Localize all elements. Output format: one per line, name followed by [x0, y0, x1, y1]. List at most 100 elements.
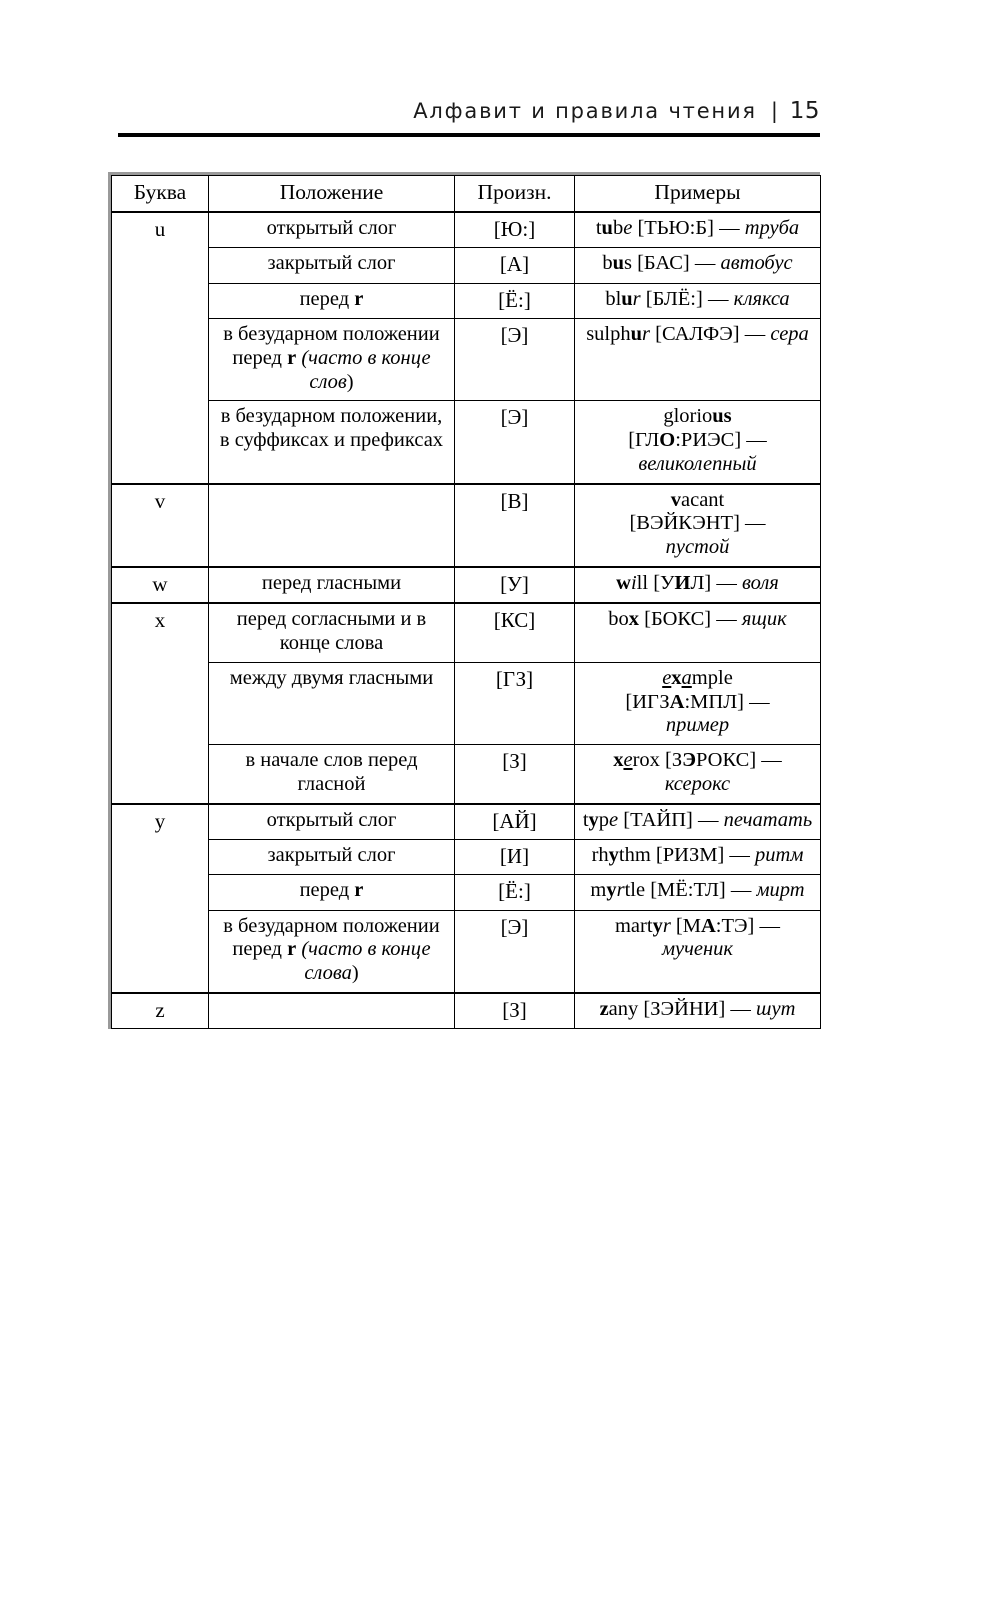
table-row: закрытый слог [И] rhythm [РИЗМ] — ритм: [112, 838, 821, 876]
cell-example: box [БОКС] — ящик: [574, 602, 821, 663]
example-transcription: [ИГЗА:МПЛ]: [625, 690, 744, 713]
cell-pronunciation: [АЙ]: [454, 802, 575, 840]
cell-pronunciation: [ГЗ]: [454, 661, 575, 746]
header-rule: [118, 133, 820, 137]
cell-example: xerox [ЗЭРОКС] — ксерокс: [574, 744, 821, 805]
cell-pronunciation: [Ю:]: [454, 210, 575, 249]
table-row: z [З] zany [ЗЭЙНИ] — шут: [111, 992, 821, 1030]
cell-example: bus [БАС] — автобус: [574, 247, 821, 284]
cell-pronunciation: [З]: [454, 992, 575, 1030]
example-transcription: [БОКС]: [644, 608, 712, 631]
cell-pronunciation: [Э]: [454, 318, 575, 402]
cell-position: между двумя гласными: [208, 661, 455, 746]
example-transcription: [МЁ:ТЛ]: [650, 879, 726, 902]
cell-pronunciation: [У]: [454, 565, 575, 604]
example-translation: пример: [665, 714, 730, 737]
cell-pronunciation: [З]: [454, 744, 575, 805]
table-row: v [В] vacant [ВЭЙКЭНТ] — пустой: [111, 482, 821, 568]
cell-letter: x: [111, 602, 209, 805]
cell-letter: y: [111, 802, 209, 994]
cell-position: открытый слог: [208, 802, 455, 840]
cell-position: в безударном положении, в суффиксах и пр…: [208, 400, 455, 485]
example-transcription: [ТЬЮ:Б]: [637, 216, 714, 239]
cell-example: zany [ЗЭЙНИ] — шут: [574, 992, 821, 1030]
example-transcription: [БАС]: [637, 252, 690, 275]
example-translation: печатать: [723, 808, 813, 831]
reading-rules-table-wrapper: Буква Положение Произн. Примеры u открыт…: [108, 172, 821, 1030]
running-header-separator: |: [770, 99, 780, 123]
cell-pronunciation: [Ё:]: [454, 874, 575, 911]
example-translation: мученик: [661, 938, 734, 961]
cell-example: glorious [ГЛО:РИЭС] — великолепный: [574, 400, 821, 485]
example-translation: ящик: [741, 608, 787, 631]
example-translation: воля: [741, 571, 779, 594]
example-translation: великолепный: [638, 452, 757, 475]
table-row: в безударном положении перед r (часто в …: [112, 909, 821, 994]
example-word: rhythm: [591, 843, 651, 866]
cell-pronunciation: [КС]: [454, 602, 575, 663]
running-header: Алфавит и правила чтения | 15: [118, 98, 820, 124]
example-word: box: [608, 608, 640, 631]
example-translation: клякса: [733, 287, 790, 310]
example-transcription: [ВЭЙКЭНТ]: [629, 512, 740, 535]
column-header-position: Положение: [208, 174, 455, 213]
column-header-examples: Примеры: [574, 174, 821, 213]
example-word: myrtle: [590, 879, 646, 902]
cell-position: перед r: [208, 874, 455, 911]
table-row: x перед согласными и в конце слова [КС] …: [111, 602, 821, 805]
cell-example: blur [БЛЁ:] — клякса: [574, 282, 821, 320]
table-header-row: Буква Положение Произн. Примеры: [111, 174, 821, 213]
table-row: y открытый слог [АЙ] type [ТАЙП] — печат…: [111, 802, 821, 994]
cell-position: [208, 992, 455, 1030]
example-transcription: [БЛЁ:]: [645, 287, 703, 310]
example-translation: шут: [756, 998, 796, 1020]
example-translation: автобус: [720, 252, 793, 275]
example-translation: мирт: [756, 879, 805, 902]
example-translation: труба: [744, 216, 800, 239]
reading-rules-table: Буква Положение Произн. Примеры u открыт…: [111, 174, 821, 1030]
cell-example: sulphur [САЛФЭ] — сера: [574, 318, 821, 402]
example-transcription: [МА:ТЭ]: [675, 914, 755, 937]
example-word: type: [582, 808, 619, 831]
cell-position: закрытый слог: [208, 247, 455, 284]
cell-position: перед r: [208, 282, 455, 320]
cell-example: example [ИГЗА:МПЛ] — пример: [574, 661, 821, 746]
running-header-title: Алфавит и правила чтения: [413, 99, 757, 123]
cell-position: [208, 482, 455, 568]
example-word: martyr: [614, 914, 671, 937]
table-row: u открытый слог [Ю:] tube [ТЬЮ:Б] — труб…: [111, 210, 821, 485]
cell-pronunciation: [А]: [454, 247, 575, 284]
table-row: в безударном положении, в суффиксах и пр…: [112, 400, 821, 485]
table-row: закрытый слог [А] bus [БАС] — автобус: [112, 247, 821, 284]
example-word: tube: [595, 216, 633, 239]
page-number: 15: [789, 98, 820, 124]
table-row: в начале слов перед гласной [З] xerox [З…: [112, 744, 821, 805]
example-word: blur: [605, 287, 641, 310]
cell-example: tube [ТЬЮ:Б] — труба: [574, 210, 821, 249]
cell-position: закрытый слог: [208, 838, 455, 876]
cell-letter: u: [111, 210, 209, 485]
cell-position: открытый слог: [208, 210, 455, 249]
cell-pronunciation: [Э]: [454, 400, 575, 485]
example-transcription: [ГЛО:РИЭС]: [628, 429, 742, 452]
cell-pronunciation: [И]: [454, 838, 575, 876]
table-row: перед r [Ё:] blur [БЛЁ:] — клякса: [112, 282, 821, 320]
example-transcription: [РИЗМ]: [655, 843, 725, 866]
cell-position: в безударном положении перед r (часто в …: [208, 909, 455, 994]
example-transcription: [ЗЭЙНИ]: [643, 998, 726, 1020]
cell-example: vacant [ВЭЙКЭНТ] — пустой: [574, 482, 821, 568]
cell-example: will [УИЛ] — воля: [574, 565, 821, 604]
example-word: glorious: [663, 405, 732, 428]
example-transcription: [САЛФЭ]: [655, 323, 740, 346]
column-header-pronunciation: Произн.: [454, 174, 575, 213]
example-word: will: [616, 571, 649, 594]
column-header-letter: Буква: [111, 174, 209, 213]
cell-example: myrtle [МЁ:ТЛ] — мирт: [574, 874, 821, 911]
example-word: sulphur: [586, 323, 651, 346]
cell-pronunciation: [Ё:]: [454, 282, 575, 320]
cell-pronunciation: [В]: [454, 482, 575, 568]
cell-position: в начале слов перед гласной: [208, 744, 455, 805]
cell-letter: v: [111, 482, 209, 568]
example-transcription: [ТАЙП]: [623, 808, 693, 831]
example-translation: ритм: [755, 843, 804, 866]
